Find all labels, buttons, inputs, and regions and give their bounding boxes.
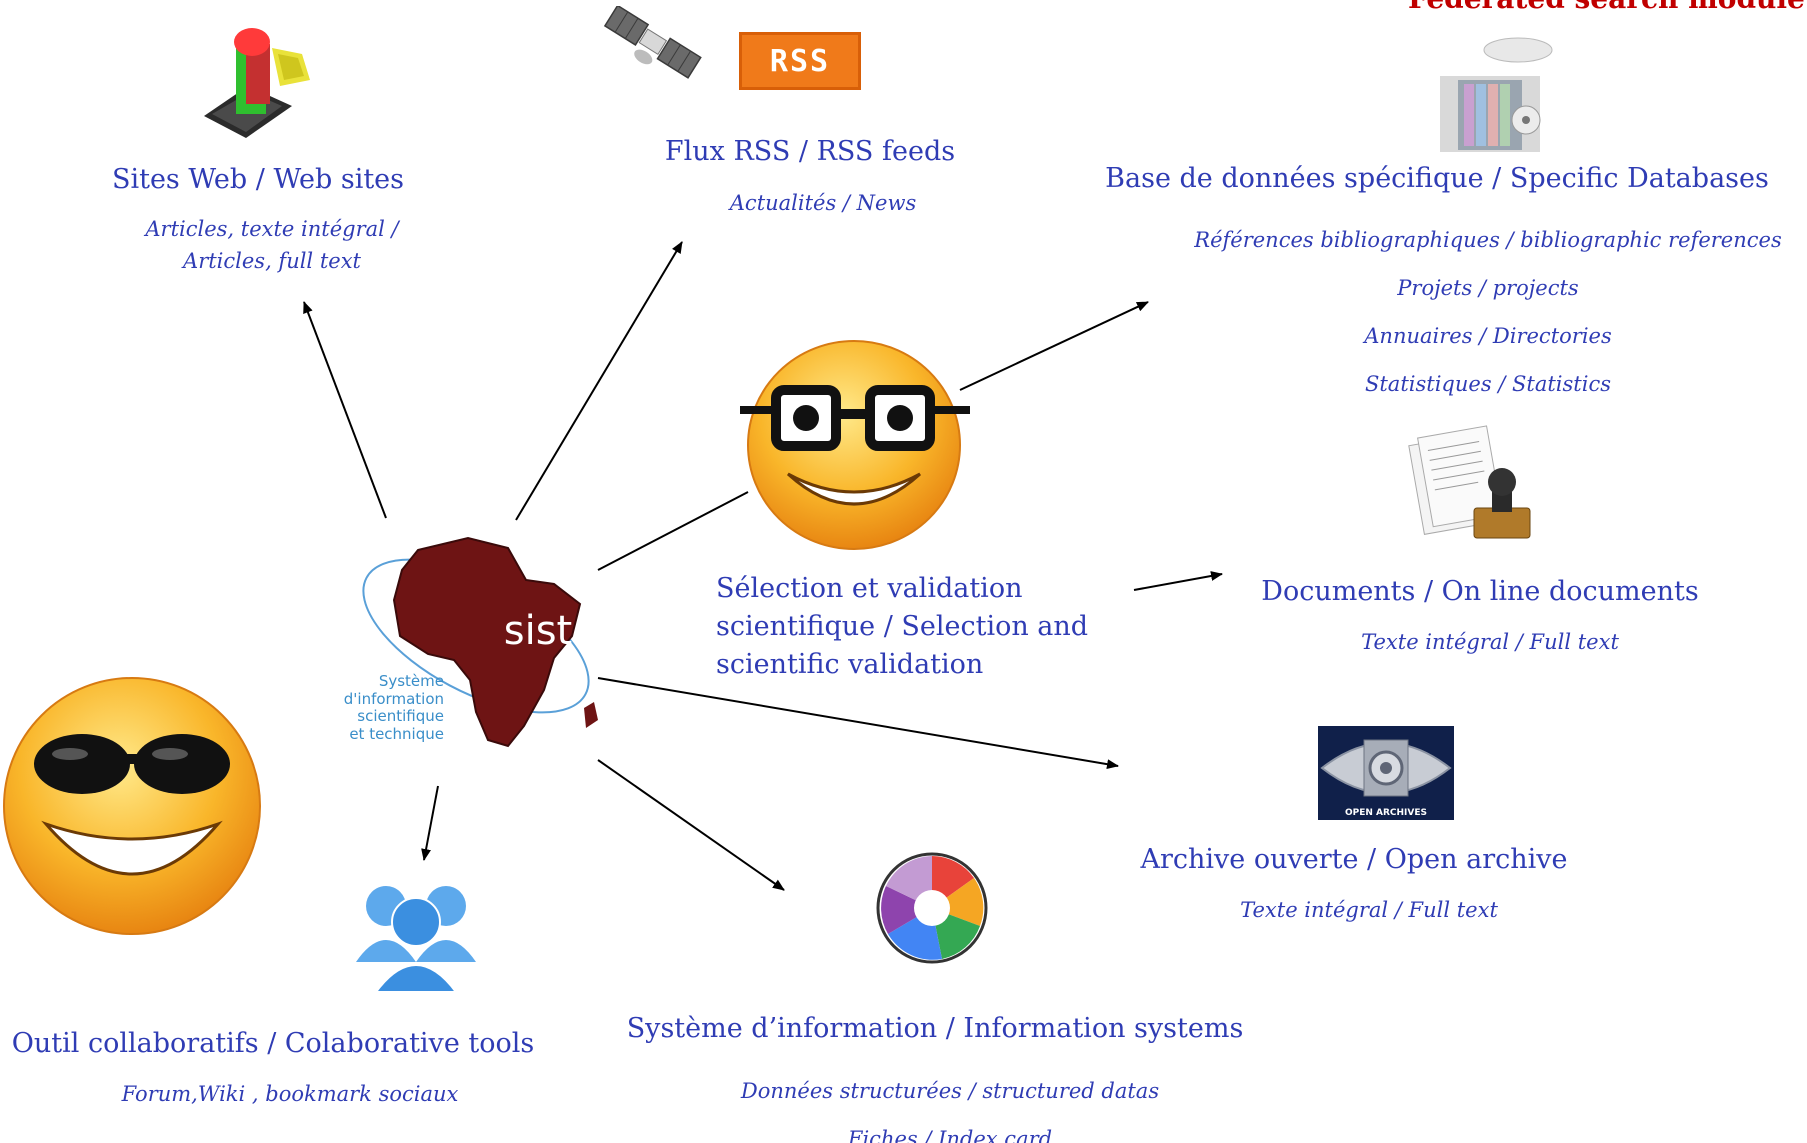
sist-caption: Système d'information scientifique et te…	[282, 672, 444, 744]
sist-caption-line: d'information	[343, 689, 444, 708]
websites-subtitle: Articles, texte intégral / Articles, ful…	[145, 214, 398, 277]
picasa-icon	[876, 852, 988, 964]
sist-caption-line: scientifique	[357, 707, 444, 726]
archive-subtitle-line: Texte intégral / Full text	[1240, 898, 1498, 922]
open-archives-icon: OPEN ARCHIVES	[1318, 726, 1454, 820]
databases-subtitle: Références bibliographiques / bibliograp…	[1194, 216, 1781, 408]
sist-logo: sist	[362, 536, 598, 748]
sist-logo-text: sist	[504, 608, 572, 654]
websites-subtitle-line: Articles, texte intégral /	[145, 217, 399, 241]
selection-title-line: Sélection et validation	[716, 573, 1023, 604]
infosystems-subtitle-line: Fiches / Index card	[847, 1127, 1053, 1143]
arrow-to-archive	[597, 677, 1119, 770]
arrow-to-rss	[515, 241, 683, 521]
collab-subtitle-line: Forum,Wiki , bookmark sociaux	[121, 1082, 459, 1106]
documents-subtitle: Texte intégral / Full text	[1361, 627, 1619, 659]
selection-title-line: scientific validation	[716, 649, 984, 680]
selection-title: Sélection et validation scientifique / S…	[716, 570, 1088, 684]
open-archives-label: OPEN ARCHIVES	[1344, 808, 1428, 818]
websites-title: Sites Web / Web sites	[111, 164, 405, 195]
documents-title: Documents / On line documents	[1261, 576, 1699, 607]
documents-stamp-icon	[1408, 425, 1531, 539]
websites-subtitle-line: Articles, full text	[183, 248, 361, 273]
infosystems-subtitle: Données structurées / structured datas F…	[741, 1067, 1159, 1143]
sist-caption-line: Système	[378, 672, 444, 690]
diagram-heading: Federated search module	[1408, 0, 1805, 15]
selection-title-line: scientifique / Selection and	[716, 611, 1089, 642]
archive-title: Archive ouverte / Open archive	[1140, 844, 1568, 875]
rss-subtitle: Actualités / News	[730, 188, 916, 220]
website-icon	[204, 28, 310, 138]
database-icon	[1440, 37, 1553, 152]
open-archives-eye	[1320, 739, 1452, 797]
arrow-to-websites	[303, 301, 387, 519]
infosystems-subtitle-line: Données structurées / structured datas	[740, 1079, 1160, 1103]
users-icon	[356, 886, 476, 993]
collab-subtitle: Forum,Wiki , bookmark sociaux	[122, 1079, 459, 1111]
satellite-icon	[603, 6, 702, 79]
databases-subtitle-line: Références bibliographiques / bibliograp…	[1194, 228, 1782, 252]
rss-badge-icon: RSS	[739, 32, 861, 90]
arrow-to-infosystems	[597, 759, 785, 891]
databases-subtitle-line: Projets / projects	[1397, 276, 1579, 300]
collab-title: Outil collaboratifs / Colaborative tools	[11, 1028, 535, 1059]
databases-subtitle-line: Statistiques / Statistics	[1364, 372, 1611, 396]
sist-caption-line: et technique	[349, 725, 444, 744]
rss-subtitle-line: Actualités / News	[729, 191, 917, 215]
nerd-smiley-icon	[740, 340, 970, 550]
arrow-to-selection	[597, 491, 749, 571]
archive-subtitle: Texte intégral / Full text	[1240, 895, 1498, 927]
cool-smiley-icon	[3, 677, 261, 935]
rss-title: Flux RSS / RSS feeds	[664, 136, 956, 167]
arrow-to-databases	[959, 301, 1149, 391]
infosystems-title: Système d’information / Information syst…	[626, 1013, 1244, 1044]
databases-subtitle-line: Annuaires / Directories	[1364, 324, 1612, 348]
rss-badge-text: RSS	[769, 43, 831, 79]
arrow-to-documents	[1133, 571, 1223, 591]
databases-title: Base de données spécifique / Specific Da…	[1105, 163, 1769, 194]
arrow-to-collab	[421, 785, 439, 861]
documents-subtitle-line: Texte intégral / Full text	[1361, 630, 1619, 654]
